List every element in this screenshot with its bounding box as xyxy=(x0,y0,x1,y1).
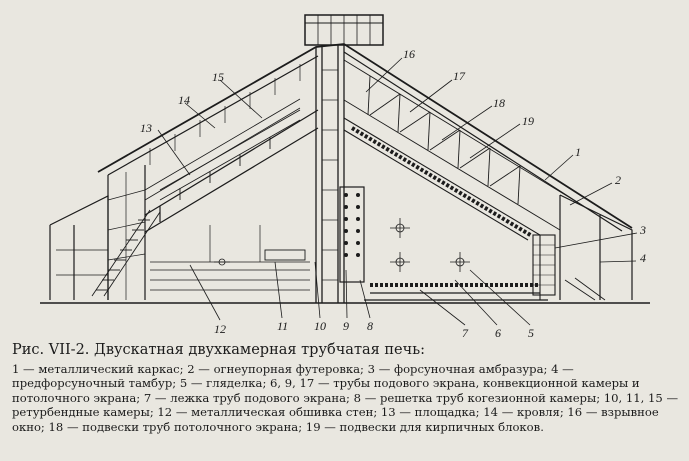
floor-tube-bank-left xyxy=(150,261,310,291)
callout-19: 19 xyxy=(522,114,534,128)
roof-inner xyxy=(107,51,623,232)
callout-15: 15 xyxy=(212,70,224,84)
left-wall xyxy=(107,165,146,300)
left-stairs xyxy=(91,109,301,297)
left-roof-hatch xyxy=(149,64,301,165)
callout-5: 5 xyxy=(528,326,534,340)
callout-3: 3 xyxy=(639,223,646,237)
callout-4: 4 xyxy=(640,251,646,265)
burner-tunnel-hatch xyxy=(533,244,555,286)
callout-17: 17 xyxy=(453,69,466,83)
callout-2: 2 xyxy=(615,173,621,187)
figure-caption: Рис. VII-2. Двускатная двухкамерная труб… xyxy=(12,342,682,434)
callout-14: 14 xyxy=(178,93,190,107)
callout-7: 7 xyxy=(462,326,469,340)
figure-legend: 1 — металлический каркас; 2 — огнеупорна… xyxy=(12,362,679,434)
convection-tubes xyxy=(344,193,360,257)
right-chamber-wall xyxy=(343,117,541,300)
return-chamber-slope xyxy=(144,109,319,233)
right-stair xyxy=(564,277,606,301)
figure-title: Рис. VII-2. Двускатная двухкамерная труб… xyxy=(12,342,425,358)
floor-tube-support xyxy=(364,292,548,301)
callout-1: 1 xyxy=(575,145,581,159)
peephole-markers xyxy=(214,218,470,272)
callout-9: 9 xyxy=(343,319,349,333)
callout-18: 18 xyxy=(493,96,505,110)
callout-13: 13 xyxy=(140,121,152,135)
callout-12: 12 xyxy=(214,322,226,336)
central-column-rungs xyxy=(322,69,338,281)
central-column xyxy=(315,44,345,303)
return-chamber-11 xyxy=(264,249,306,261)
ceiling-tube-row xyxy=(350,126,534,238)
callout-16: 16 xyxy=(403,47,415,61)
furnace-drawing: 1 2 3 4 5 6 7 8 9 10 11 12 13 14 15 16 1… xyxy=(40,14,650,340)
left-wall-sheathing xyxy=(56,172,146,300)
roof-truss xyxy=(343,59,591,231)
callout-10: 10 xyxy=(314,319,326,333)
callout-11: 11 xyxy=(277,319,288,333)
convection-tube-grid xyxy=(339,186,365,283)
callout-6: 6 xyxy=(495,326,501,340)
callout-8: 8 xyxy=(367,319,373,333)
